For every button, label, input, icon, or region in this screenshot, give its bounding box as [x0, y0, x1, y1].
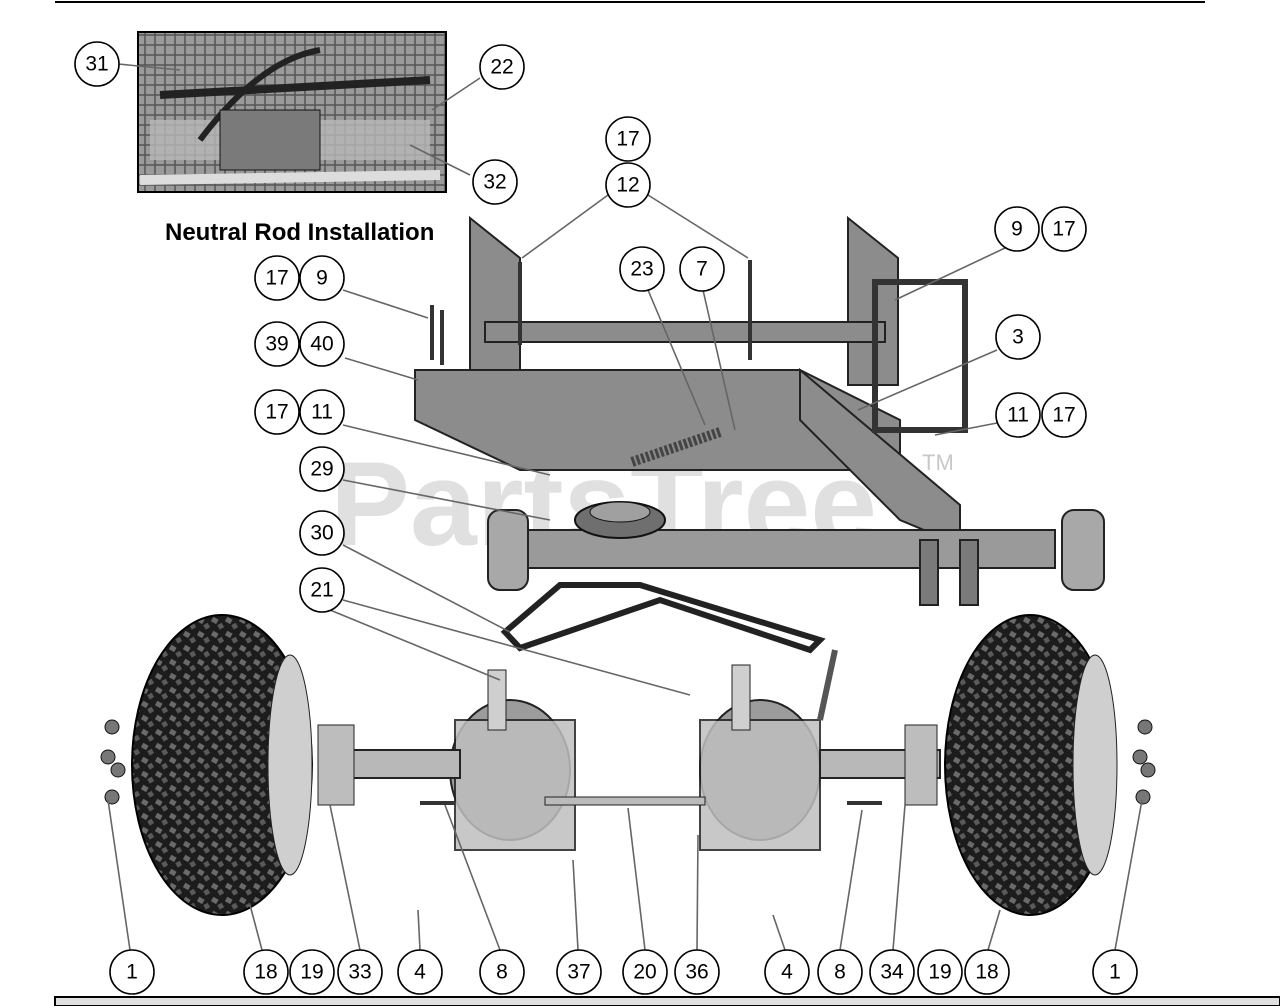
callout-37: 37	[556, 949, 602, 995]
inset-title: Neutral Rod Installation	[165, 219, 434, 246]
callout-31: 31	[74, 41, 120, 87]
callout-7: 7	[679, 246, 725, 292]
svg-text:3: 3	[1012, 326, 1024, 349]
bottom-border	[54, 996, 1280, 1006]
callout-18: 18	[964, 949, 1010, 995]
svg-text:4: 4	[781, 961, 793, 984]
svg-text:8: 8	[496, 961, 508, 984]
svg-text:11: 11	[311, 401, 333, 424]
svg-text:8: 8	[834, 961, 846, 984]
svg-text:17: 17	[1052, 218, 1075, 241]
callout-30: 30	[299, 510, 345, 556]
spring-pulley	[574, 427, 722, 539]
callout-19: 19	[289, 949, 335, 995]
callout-19: 19	[917, 949, 963, 995]
callout-4: 4	[397, 949, 443, 995]
callout-29: 29	[299, 446, 345, 492]
callout-23: 23	[619, 246, 665, 292]
callout-33: 33	[337, 949, 383, 995]
leader-lines	[107, 63, 1143, 951]
svg-text:9: 9	[316, 267, 328, 290]
watermark-tm: TM	[922, 450, 954, 475]
svg-text:18: 18	[975, 961, 998, 984]
svg-text:23: 23	[630, 258, 653, 281]
svg-text:36: 36	[685, 961, 708, 984]
svg-text:17: 17	[1052, 404, 1075, 427]
svg-text:34: 34	[880, 961, 904, 984]
svg-text:19: 19	[300, 961, 323, 984]
wheel-left	[131, 614, 355, 916]
callout-39: 39	[254, 321, 300, 367]
callout-9: 9	[299, 255, 345, 301]
svg-text:7: 7	[696, 258, 708, 281]
callout-36: 36	[674, 949, 720, 995]
callout-17: 17	[1041, 206, 1087, 252]
callout-40: 40	[299, 321, 345, 367]
svg-text:29: 29	[310, 458, 333, 481]
svg-text:4: 4	[414, 961, 426, 984]
svg-text:11: 11	[1007, 404, 1029, 427]
callout-1: 1	[1092, 949, 1138, 995]
svg-text:18: 18	[254, 961, 277, 984]
callout-17: 17	[254, 389, 300, 435]
svg-text:12: 12	[616, 174, 639, 197]
svg-text:40: 40	[310, 333, 333, 356]
drive-belt	[500, 582, 826, 654]
svg-text:17: 17	[616, 128, 639, 151]
callout-11: 11	[299, 389, 345, 435]
svg-text:32: 32	[483, 171, 506, 194]
callout-1: 1	[109, 949, 155, 995]
neutral-rod-inset: Neutral Rod Installation	[137, 31, 447, 246]
callout-22: 22	[479, 44, 525, 90]
callout-18: 18	[243, 949, 289, 995]
transaxle-left	[449, 669, 576, 851]
svg-text:17: 17	[265, 401, 288, 424]
svg-text:20: 20	[633, 961, 656, 984]
lug-nuts	[100, 719, 1156, 805]
chassis-frame	[414, 215, 1105, 606]
svg-text:22: 22	[490, 56, 513, 79]
callout-9: 9	[994, 206, 1040, 252]
callout-17: 17	[1041, 392, 1087, 438]
callouts: 31 22 32 17 12 9 17 23 7 17 9 39 40 3 17…	[74, 41, 1138, 995]
svg-text:30: 30	[310, 522, 333, 545]
callout-8: 8	[479, 949, 525, 995]
callout-32: 32	[472, 159, 518, 205]
svg-text:17: 17	[265, 267, 288, 290]
svg-text:37: 37	[567, 961, 590, 984]
svg-text:9: 9	[1011, 218, 1023, 241]
svg-text:1: 1	[1109, 961, 1121, 984]
callout-34: 34	[869, 949, 915, 995]
transaxle-right	[699, 649, 838, 851]
svg-text:1: 1	[126, 961, 138, 984]
callout-21: 21	[299, 567, 345, 613]
bolts	[420, 260, 882, 805]
callout-17: 17	[254, 255, 300, 301]
callout-11: 11	[995, 392, 1041, 438]
callout-12: 12	[605, 162, 651, 208]
callout-4: 4	[764, 949, 810, 995]
svg-text:33: 33	[348, 961, 371, 984]
callout-17: 17	[605, 116, 651, 162]
callout-8: 8	[817, 949, 863, 995]
svg-text:31: 31	[85, 53, 108, 76]
neutral-rod	[544, 796, 706, 806]
wheel-right	[904, 614, 1118, 916]
callout-3: 3	[995, 314, 1041, 360]
svg-text:19: 19	[928, 961, 951, 984]
svg-text:21: 21	[310, 579, 333, 602]
callout-20: 20	[622, 949, 668, 995]
svg-text:39: 39	[265, 333, 288, 356]
